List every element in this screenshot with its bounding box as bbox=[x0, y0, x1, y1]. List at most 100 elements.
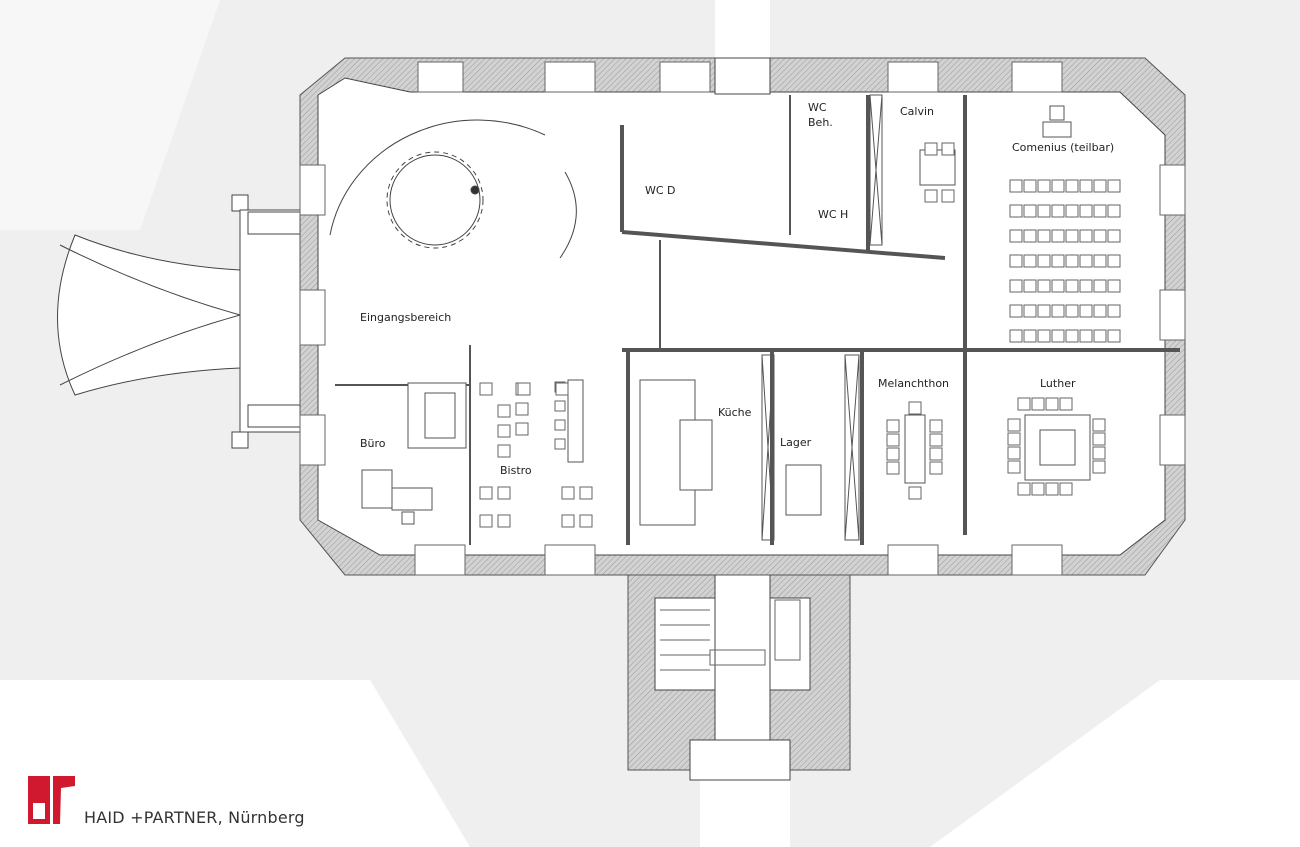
spiral-staircase bbox=[329, 119, 577, 259]
chair bbox=[515, 422, 529, 436]
chair bbox=[1059, 482, 1073, 496]
ground-path bbox=[930, 680, 1300, 847]
chair bbox=[1037, 229, 1051, 243]
ground-path bbox=[715, 0, 770, 60]
chair bbox=[1051, 204, 1065, 218]
chair bbox=[561, 486, 575, 500]
room-label-luther: Luther bbox=[1040, 377, 1076, 390]
chair bbox=[1107, 329, 1121, 343]
chair bbox=[1051, 304, 1065, 318]
chairs bbox=[479, 142, 1121, 528]
room-label-calvin: Calvin bbox=[900, 105, 935, 118]
chair bbox=[1051, 279, 1065, 293]
chair bbox=[1065, 229, 1079, 243]
chair bbox=[1107, 204, 1121, 218]
chair bbox=[1009, 254, 1023, 268]
chair bbox=[1107, 179, 1121, 193]
chair bbox=[886, 419, 900, 433]
chair bbox=[479, 514, 493, 528]
chair bbox=[886, 461, 900, 475]
chair bbox=[1037, 204, 1051, 218]
chair bbox=[1079, 229, 1093, 243]
chair bbox=[1079, 329, 1093, 343]
chair bbox=[929, 433, 943, 447]
west-entrance-stairs bbox=[57, 194, 303, 449]
chair bbox=[1092, 432, 1106, 446]
chair bbox=[1092, 446, 1106, 460]
chair bbox=[924, 189, 938, 203]
room-label-kueche: Küche bbox=[718, 406, 752, 419]
chair bbox=[1065, 329, 1079, 343]
chair bbox=[929, 461, 943, 475]
chair bbox=[1037, 304, 1051, 318]
chair bbox=[554, 400, 566, 412]
chair bbox=[941, 142, 955, 156]
chair bbox=[1023, 204, 1037, 218]
chair bbox=[1007, 446, 1021, 460]
chair bbox=[1065, 254, 1079, 268]
ground-path bbox=[0, 680, 470, 847]
chair bbox=[1093, 279, 1107, 293]
south-wing bbox=[627, 539, 851, 781]
chair bbox=[1009, 279, 1023, 293]
room-label-wc-h: WC H bbox=[818, 208, 849, 221]
chair bbox=[1023, 179, 1037, 193]
chair bbox=[497, 404, 511, 418]
chair bbox=[1093, 179, 1107, 193]
chair bbox=[1031, 482, 1045, 496]
north-door bbox=[714, 57, 771, 95]
chair bbox=[929, 419, 943, 433]
chair bbox=[1107, 279, 1121, 293]
chair bbox=[1009, 229, 1023, 243]
chair bbox=[1079, 179, 1093, 193]
chair bbox=[1079, 254, 1093, 268]
chair bbox=[924, 142, 938, 156]
shafts bbox=[761, 94, 883, 541]
chair bbox=[1007, 418, 1021, 432]
chair bbox=[1093, 229, 1107, 243]
chair bbox=[886, 433, 900, 447]
chair bbox=[1023, 329, 1037, 343]
chair bbox=[929, 447, 943, 461]
chair bbox=[1023, 229, 1037, 243]
chair bbox=[1007, 460, 1021, 474]
room-label-wc-beh-2: Beh. bbox=[808, 116, 833, 129]
room-label-wc-beh-1: WC bbox=[808, 101, 827, 114]
chair bbox=[1107, 304, 1121, 318]
chair bbox=[497, 514, 511, 528]
chair bbox=[554, 419, 566, 431]
chair bbox=[1093, 254, 1107, 268]
chair bbox=[1009, 304, 1023, 318]
chair bbox=[479, 382, 493, 396]
chair bbox=[908, 401, 922, 415]
chair bbox=[1009, 179, 1023, 193]
chair bbox=[1051, 229, 1065, 243]
chair bbox=[1107, 229, 1121, 243]
room-label-melanchthon: Melanchthon bbox=[878, 377, 950, 390]
chair bbox=[1051, 254, 1065, 268]
chair bbox=[1017, 482, 1031, 496]
company-logo bbox=[28, 776, 75, 824]
chair bbox=[1079, 304, 1093, 318]
company-name: HAID +PARTNER, Nürnberg bbox=[84, 808, 305, 827]
room-label-lager: Lager bbox=[780, 436, 812, 449]
chair bbox=[1023, 279, 1037, 293]
chair bbox=[1051, 329, 1065, 343]
chair bbox=[1009, 329, 1023, 343]
chair bbox=[479, 486, 493, 500]
chair bbox=[886, 447, 900, 461]
chair bbox=[1045, 482, 1059, 496]
chair bbox=[1007, 432, 1021, 446]
room-label-buero: Büro bbox=[360, 437, 386, 450]
chair bbox=[1093, 304, 1107, 318]
chair bbox=[497, 444, 511, 458]
chair bbox=[1037, 254, 1051, 268]
chair bbox=[1092, 418, 1106, 432]
chair bbox=[497, 424, 511, 438]
chair bbox=[579, 486, 593, 500]
chair bbox=[1079, 279, 1093, 293]
ground-path bbox=[700, 770, 790, 847]
chair bbox=[1065, 179, 1079, 193]
chair bbox=[941, 189, 955, 203]
